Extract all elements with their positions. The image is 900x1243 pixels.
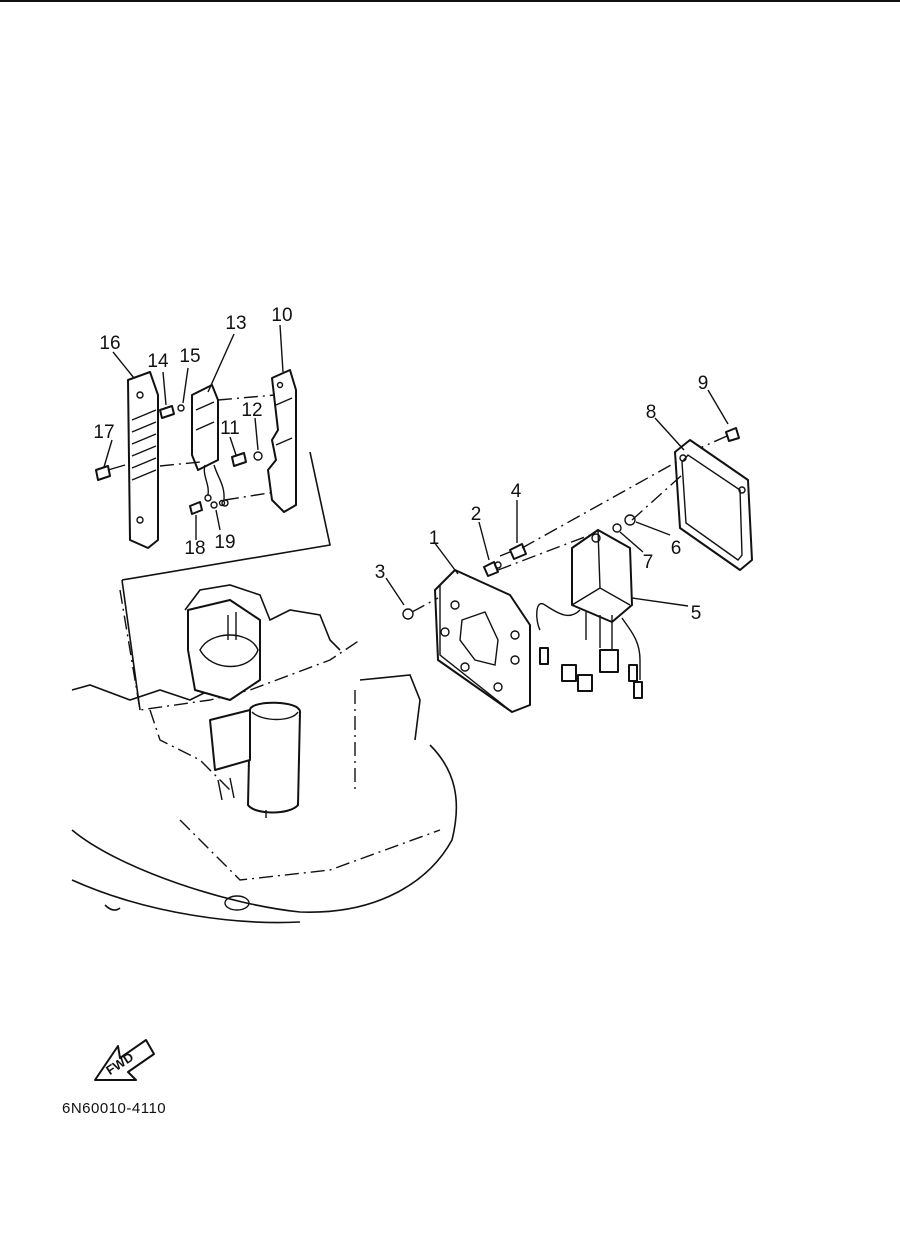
label-part-7: 7 <box>643 552 654 573</box>
engine-cowling-outline <box>71 584 458 924</box>
label-part-16: 16 <box>99 333 120 354</box>
label-part-17: 17 <box>93 422 114 443</box>
main-fasteners <box>402 427 740 620</box>
fwd-direction-arrow: FWD <box>94 1039 155 1081</box>
inset-bracket-lines <box>121 451 331 711</box>
label-part-10: 10 <box>271 305 292 326</box>
label-part-3: 3 <box>375 562 386 583</box>
label-part-5: 5 <box>691 603 702 624</box>
drawing-code: 6N60010-4110 <box>62 1100 167 1117</box>
label-part-6: 6 <box>671 538 682 559</box>
label-part-8: 8 <box>646 402 657 423</box>
leader-lines <box>103 324 729 607</box>
label-part-12: 12 <box>241 400 262 421</box>
part-10-bracket <box>267 369 297 513</box>
label-part-4: 4 <box>511 481 522 502</box>
engine-block-outline <box>187 599 301 818</box>
part-5-cdi-unit <box>536 529 643 699</box>
label-part-9: 9 <box>698 373 709 394</box>
part-16-cover-plate <box>127 371 159 549</box>
label-part-11: 11 <box>220 418 240 439</box>
label-part-13: 13 <box>225 313 246 334</box>
top-border-line <box>0 0 900 2</box>
part-number-labels: 1 2 3 4 5 6 7 8 9 10 11 12 13 14 15 16 1… <box>93 305 708 624</box>
label-part-14: 14 <box>147 351 169 372</box>
part-1-base-plate <box>434 569 531 713</box>
inset-fasteners <box>95 394 276 515</box>
label-part-2: 2 <box>471 504 482 525</box>
part-13-rectifier <box>191 384 229 507</box>
label-part-15: 15 <box>179 346 200 367</box>
label-part-18: 18 <box>184 538 205 559</box>
label-part-19: 19 <box>214 532 235 553</box>
part-8-cover-frame <box>674 439 753 571</box>
label-part-1: 1 <box>429 528 440 549</box>
